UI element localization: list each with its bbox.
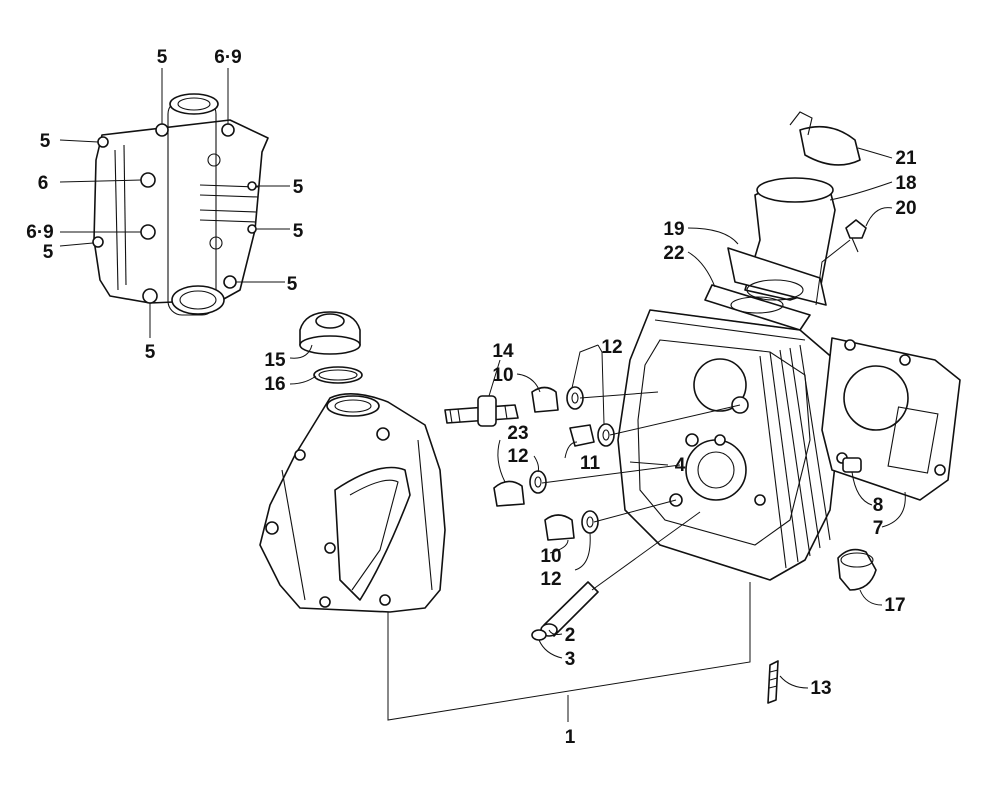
callout-5: 5 <box>287 274 298 295</box>
callout-10: 10 <box>492 365 513 386</box>
callout-13: 13 <box>810 678 831 699</box>
callout-12: 12 <box>601 337 622 358</box>
callout-22: 22 <box>663 243 684 264</box>
head-gasket <box>821 337 961 501</box>
callout-7: 7 <box>873 518 884 539</box>
callout-6: 6 <box>38 173 49 194</box>
callout-23: 23 <box>507 423 528 444</box>
hose-clamp <box>789 111 861 166</box>
dowel-pin <box>842 457 862 473</box>
callout-19: 19 <box>663 219 684 240</box>
oil-filler-plug <box>299 311 363 384</box>
callout-21: 21 <box>895 148 917 169</box>
valve-cover <box>259 393 446 613</box>
cap-nut-upper <box>531 386 559 413</box>
cap-plug <box>837 548 877 591</box>
callout-5: 5 <box>293 221 304 242</box>
callout-18: 18 <box>895 173 916 194</box>
stud <box>767 660 779 704</box>
callout-15: 15 <box>264 350 286 371</box>
cap-nut-23 <box>493 480 525 507</box>
callout-17: 17 <box>884 595 905 616</box>
washer-23 <box>529 470 547 494</box>
callout-5: 5 <box>40 131 51 152</box>
callout-10: 10 <box>540 546 561 567</box>
callout-5: 5 <box>157 47 168 68</box>
washer-middle <box>597 423 615 447</box>
callout-3: 3 <box>565 649 576 670</box>
leader-lines <box>59 68 906 722</box>
callout-5: 5 <box>43 242 54 263</box>
valve-cover-underside-inset <box>92 93 269 316</box>
callout-20: 20 <box>895 198 916 219</box>
nut-11 <box>569 424 595 447</box>
callout-14: 14 <box>492 341 514 362</box>
cap-nut-lower <box>544 514 575 541</box>
callout-12: 12 <box>507 446 528 467</box>
callout-1: 1 <box>565 727 576 748</box>
breather-fitting <box>444 395 519 427</box>
manifold-bolt <box>845 219 867 253</box>
washer-upper <box>566 386 584 410</box>
callout-5: 5 <box>293 177 304 198</box>
valve-seal-ring <box>531 629 547 641</box>
callout-6-9: 6·9 <box>214 47 241 68</box>
callout-labels: 5 6·9 5 6 5 6·9 5 5 5 5 15 16 14 10 12 2… <box>26 47 917 748</box>
callout-4: 4 <box>675 455 686 476</box>
callout-5: 5 <box>145 342 156 363</box>
callout-2: 2 <box>565 625 576 646</box>
washer-lower <box>581 510 599 534</box>
callout-6-9: 6·9 <box>26 222 53 243</box>
callout-8: 8 <box>873 495 884 516</box>
callout-11: 11 <box>580 453 601 474</box>
callout-16: 16 <box>264 374 285 395</box>
intake-manifold <box>704 177 836 331</box>
cylinder-head <box>617 309 841 581</box>
callout-12: 12 <box>540 569 561 590</box>
